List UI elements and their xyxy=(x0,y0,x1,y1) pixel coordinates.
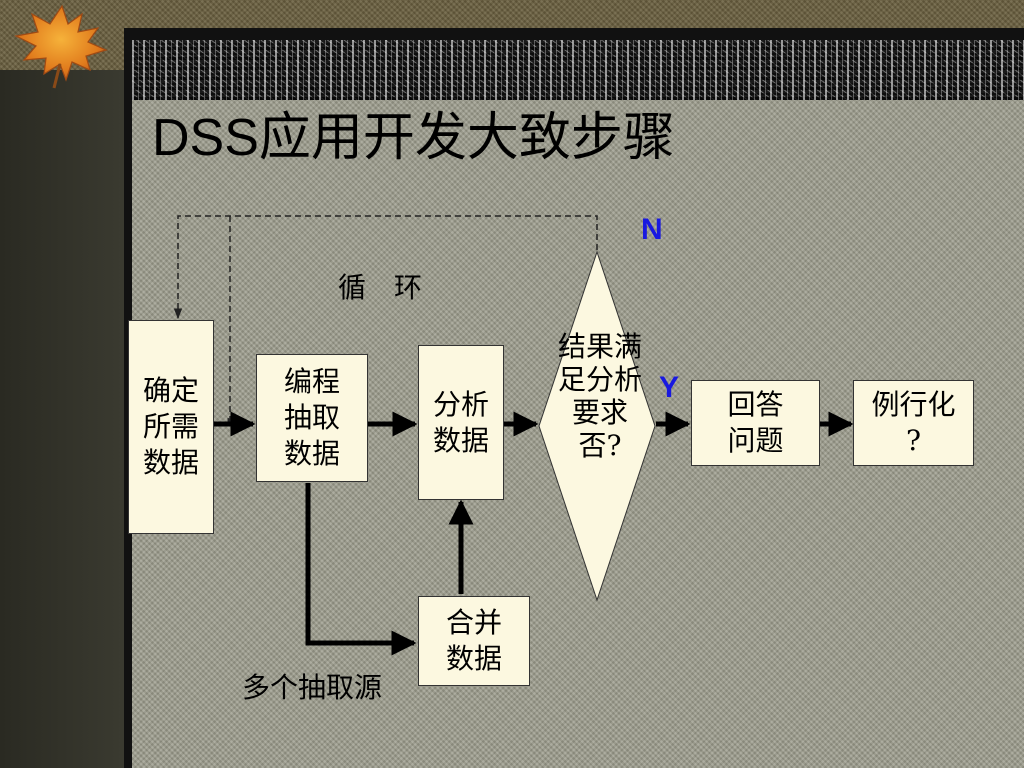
node-routine: 例行化 ? xyxy=(853,380,974,466)
node-answer-question: 回答 问题 xyxy=(691,380,820,466)
node-extract-data: 编程 抽取 数据 xyxy=(256,354,368,482)
loop-lines xyxy=(173,215,598,427)
node-determine-data: 确定 所需 数据 xyxy=(128,320,214,534)
left-sidebar-strip xyxy=(0,70,124,768)
yes-label: Y xyxy=(659,371,680,404)
decorative-band xyxy=(132,40,1024,100)
maple-leaf-icon xyxy=(14,4,108,89)
node-analyze-data: 分析 数据 xyxy=(418,345,504,500)
decision-text: 结果满足分析要求否? xyxy=(557,330,642,462)
flow-arrows xyxy=(214,411,854,656)
arrow-extract-to-merge xyxy=(305,483,417,656)
sources-label: 多个抽取源 xyxy=(242,671,383,704)
loop-label: 循 环 xyxy=(338,271,423,304)
decision-diamond xyxy=(538,250,656,602)
top-border xyxy=(124,28,1024,40)
page-title: DSS应用开发大致步骤 xyxy=(152,109,675,167)
no-label: N xyxy=(641,213,663,246)
node-merge-data: 合并 数据 xyxy=(418,596,530,686)
